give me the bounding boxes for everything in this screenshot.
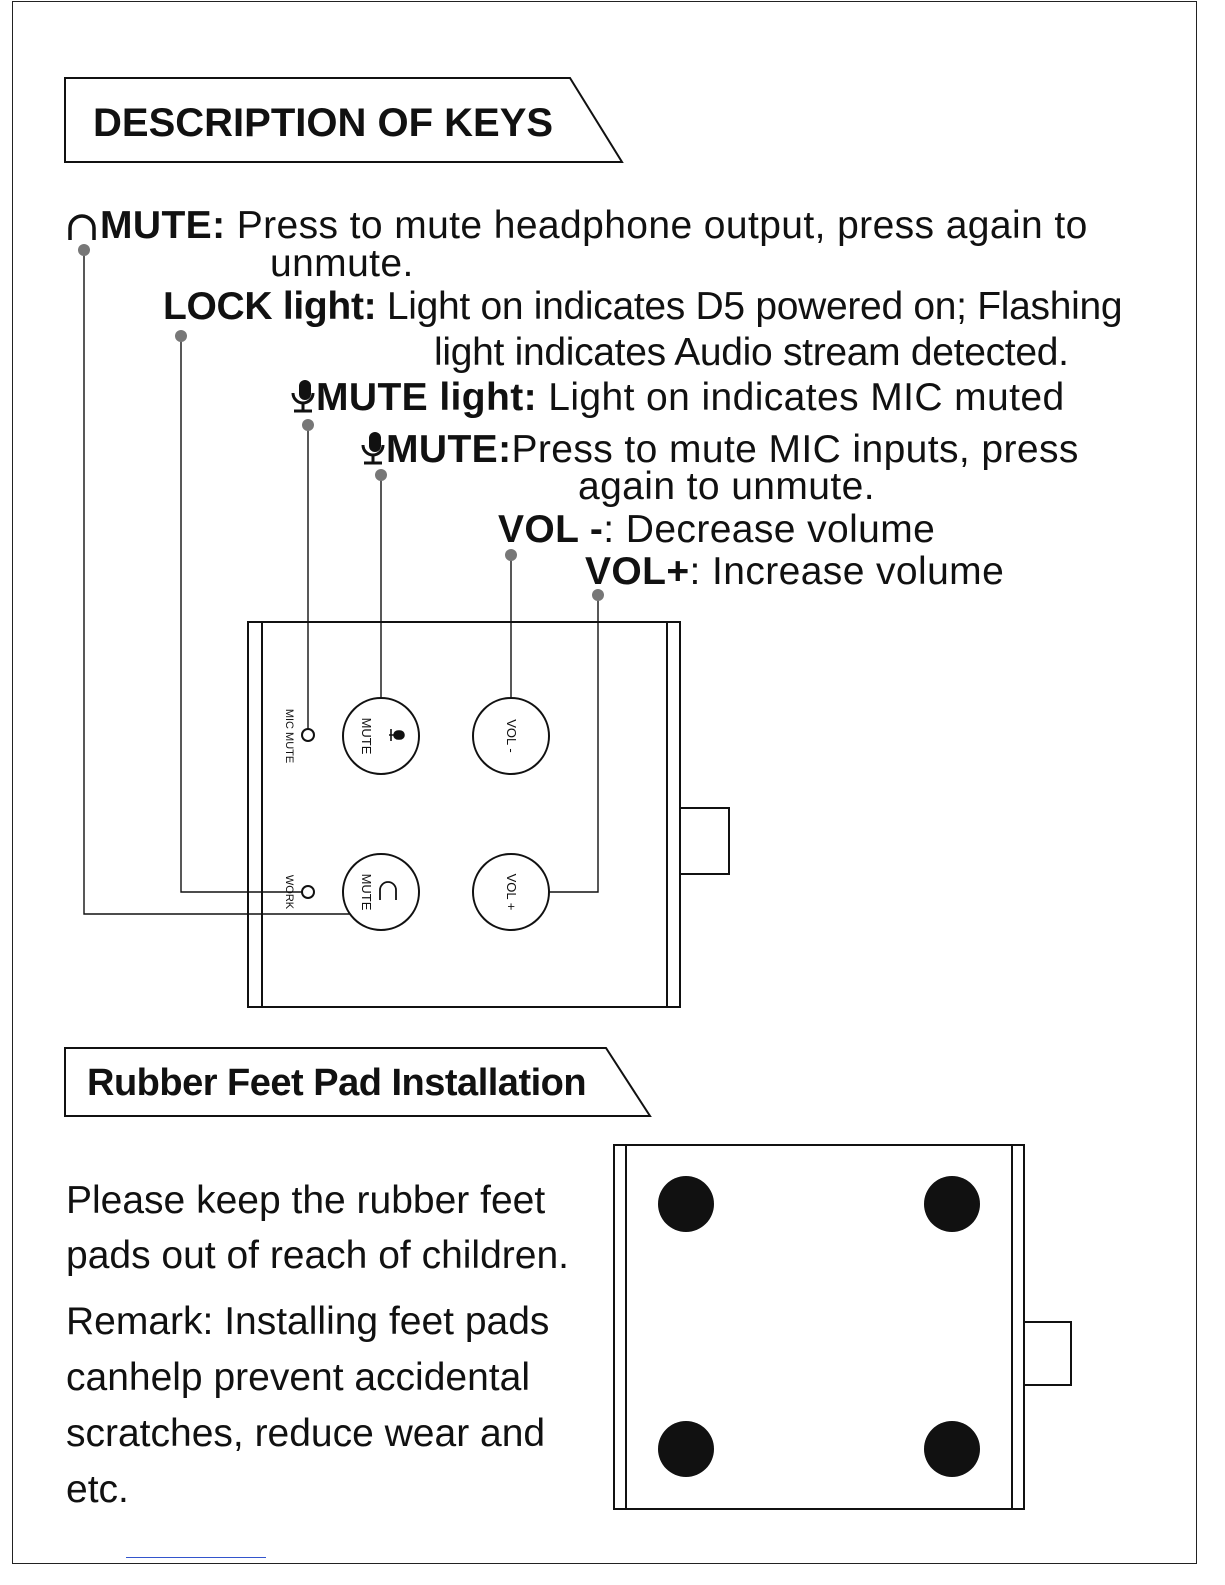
rubber-foot <box>658 1176 714 1232</box>
rubber-foot <box>658 1421 714 1477</box>
mic-mute-desc-cont: again to unmute. <box>578 465 875 508</box>
vol-plus-label: VOL+ <box>585 550 690 593</box>
device-front-panel <box>247 621 730 1008</box>
hp-mute-button[interactable] <box>342 853 420 931</box>
mic-light-label: MUTE light: <box>316 376 538 419</box>
mic-mute-desc: Press to mute MIC inputs, press <box>511 428 1079 471</box>
work-led <box>301 885 315 899</box>
vol-minus-label: VOL - <box>498 508 604 551</box>
feet-remark-line4: etc. <box>66 1468 129 1511</box>
mic-mute-led-label: MIC MUTE <box>283 709 295 763</box>
feet-remark-line2: canhelp prevent accidental <box>66 1356 530 1399</box>
mic-light-description: MUTE light: Light on indicates MIC muted <box>290 378 1065 417</box>
hp-mute-label: MUTE: <box>100 204 226 247</box>
vol-minus-description: VOL -: Decrease volume <box>498 510 935 549</box>
lock-desc-cont: light indicates Audio stream detected. <box>434 331 1069 374</box>
mic-mute-label: MUTE: <box>386 428 512 471</box>
headphone-icon <box>379 881 397 900</box>
lock-description: LOCK light: Light on indicates D5 powere… <box>163 285 1123 328</box>
rubber-foot <box>924 1176 980 1232</box>
lock-label: LOCK light: <box>163 285 377 328</box>
vol-minus-button-label: VOL - <box>504 719 519 752</box>
hp-mute-button-label: MUTE <box>359 874 374 911</box>
hp-mute-description: MUTE: Press to mute headphone output, pr… <box>64 206 1088 245</box>
keys-section-title: DESCRIPTION OF KEYS <box>93 101 554 145</box>
footer-rule <box>126 1557 266 1558</box>
microphone-icon <box>389 729 405 741</box>
device-bottom-view <box>613 1144 1072 1510</box>
mic-mute-button-label: MUTE <box>359 718 374 755</box>
feet-section-title: Rubber Feet Pad Installation <box>87 1062 587 1104</box>
microphone-icon <box>361 432 385 465</box>
feet-title-banner <box>64 1047 652 1117</box>
mic-mute-button[interactable] <box>342 697 420 775</box>
page-frame <box>12 1 1197 1564</box>
vol-plus-desc: : Increase volume <box>689 550 1005 593</box>
feet-warning-line1: Please keep the rubber feet <box>66 1179 546 1222</box>
keys-title-banner <box>64 77 624 163</box>
rubber-foot <box>924 1421 980 1477</box>
vol-plus-button-label: VOL + <box>504 874 519 911</box>
mic-light-desc: Light on indicates MIC muted <box>537 376 1065 419</box>
mic-mute-description: MUTE:Press to mute MIC inputs, press <box>360 430 1079 469</box>
leader-dots <box>78 244 604 601</box>
feet-remark-line3: scratches, reduce wear and <box>66 1412 546 1455</box>
mic-mute-led <box>301 728 315 742</box>
lock-desc: Light on indicates D5 powered on; Flashi… <box>376 285 1123 328</box>
leader-lines <box>83 250 599 915</box>
feet-warning-line2: pads out of reach of children. <box>66 1234 569 1277</box>
vol-minus-desc: : Decrease volume <box>603 508 936 551</box>
vol-plus-description: VOL+: Increase volume <box>585 552 1004 591</box>
hp-mute-desc: Press to mute headphone output, press ag… <box>225 204 1088 247</box>
headphone-icon <box>68 214 96 240</box>
microphone-icon <box>291 380 315 413</box>
hp-mute-desc-cont: unmute. <box>270 242 414 285</box>
feet-remark-line1: Remark: Installing feet pads <box>66 1300 550 1343</box>
rubber-feet <box>658 1176 980 1477</box>
